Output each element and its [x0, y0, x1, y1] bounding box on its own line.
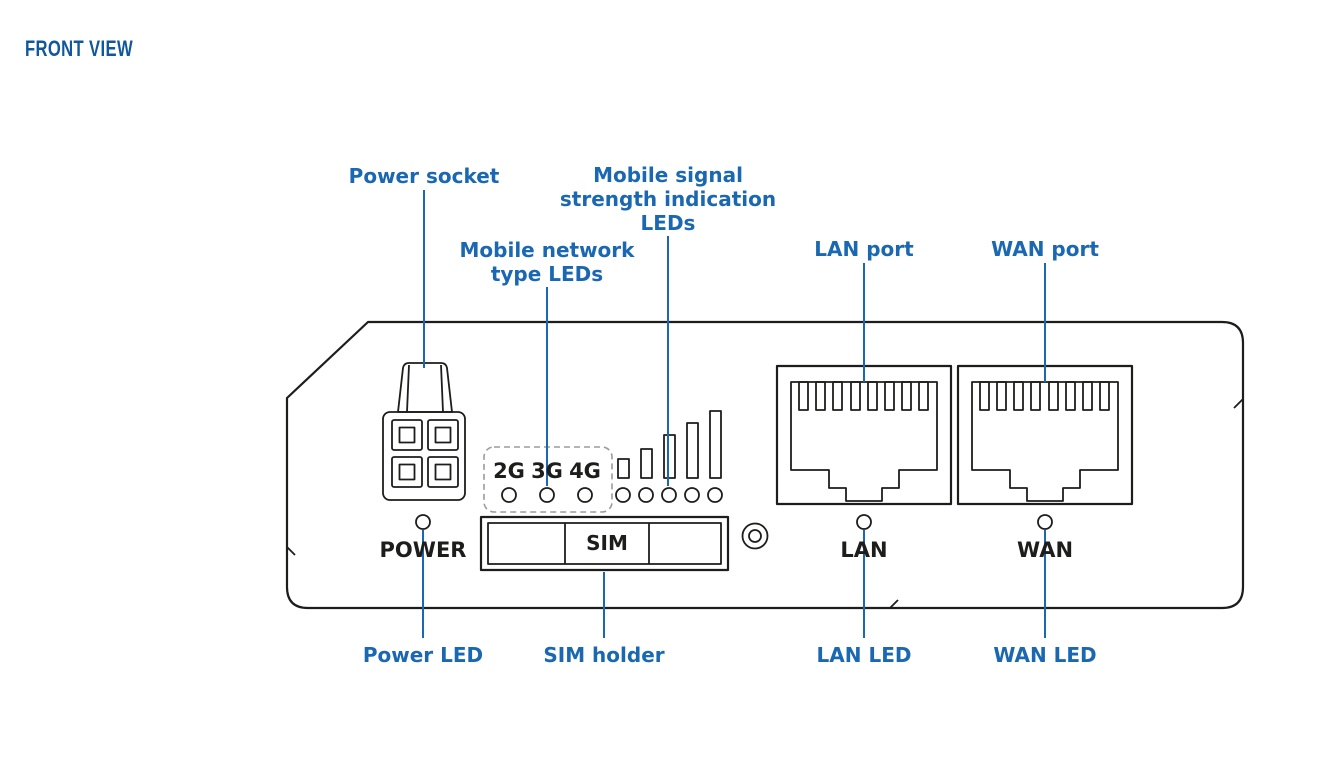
wan-port-pins [979, 381, 1110, 411]
label-wan: WAN [1017, 538, 1073, 562]
callout-mobile-signal-1: Mobile signal [593, 163, 743, 187]
lan-port [775, 364, 953, 506]
signal-bar [663, 434, 676, 479]
callout-mobile-signal-3: LEDs [641, 211, 696, 235]
callout-wan-led: WAN LED [993, 643, 1096, 667]
label-power: POWER [380, 538, 467, 562]
network-type-led-4g [577, 487, 593, 503]
reset-button [741, 522, 769, 550]
signal-bar [640, 448, 653, 479]
callout-wan-port: WAN port [991, 237, 1099, 261]
lan-port-outline [775, 364, 953, 506]
power-socket [382, 362, 466, 501]
callout-lan-port: LAN port [814, 237, 914, 261]
lan-led [856, 514, 872, 530]
signal-led [684, 487, 700, 503]
signal-bar [617, 458, 630, 479]
lan-port-jack [790, 381, 938, 502]
label-sim: SIM [586, 531, 628, 555]
network-type-led-3g [539, 487, 555, 503]
callout-mobile-network-1: Mobile network [460, 238, 636, 262]
power-socket-latch [397, 362, 453, 413]
callout-lines [422, 190, 1046, 638]
sim-holder [479, 515, 730, 572]
wan-port [956, 364, 1134, 506]
callout-lan-led: LAN LED [817, 643, 912, 667]
edge-notch [889, 599, 899, 609]
label-3g: 3G [531, 459, 563, 483]
label-2g: 2G [493, 459, 525, 483]
callout-power-socket: Power socket [349, 164, 500, 188]
signal-led [615, 487, 631, 503]
edge-notch [286, 546, 296, 556]
page-title: FRONT VIEW [25, 36, 133, 61]
callout-mobile-signal-2: strength indication [560, 187, 776, 211]
label-4g: 4G [569, 459, 601, 483]
panel-labels: 2G 3G 4G POWER SIM LAN WAN [380, 459, 1074, 562]
device-panel [285, 320, 1245, 610]
signal-bar [709, 410, 722, 479]
lan-port-pins [798, 381, 929, 411]
signal-led [638, 487, 654, 503]
label-lan: LAN [840, 538, 887, 562]
signal-led [661, 487, 677, 503]
network-type-led-2g [501, 487, 517, 503]
power-socket-body [382, 411, 466, 501]
callout-labels: Power socket Mobile network type LEDs Mo… [349, 163, 1100, 667]
wan-led [1037, 514, 1053, 530]
callout-power-led: Power LED [363, 643, 483, 667]
wan-port-outline [956, 364, 1134, 506]
signal-bar [686, 422, 699, 479]
signal-strength-block [615, 410, 723, 503]
wan-port-jack [971, 381, 1119, 502]
callout-mobile-network-2: type LEDs [491, 262, 603, 286]
signal-led [707, 487, 723, 503]
callout-sim-holder: SIM holder [543, 643, 664, 667]
power-led [415, 514, 431, 530]
edge-notch [1233, 398, 1244, 409]
